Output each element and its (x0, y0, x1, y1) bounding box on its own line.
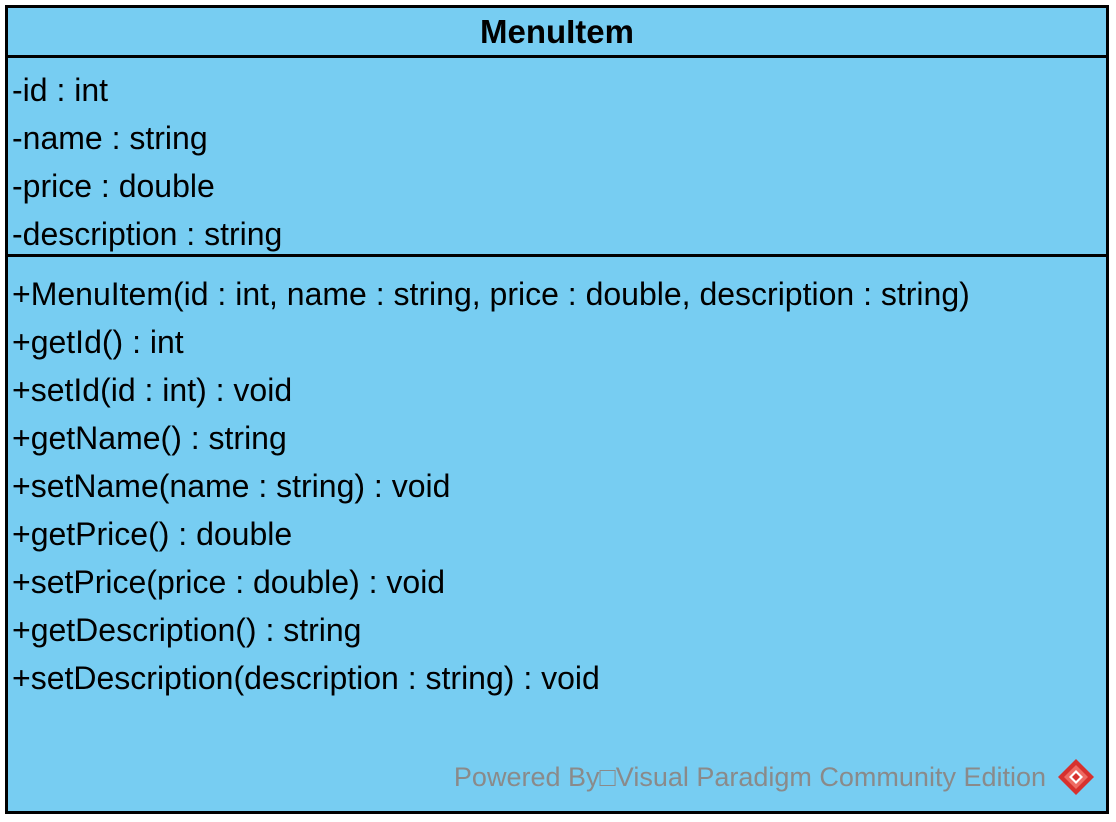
attribute-id: -id : int (12, 72, 109, 108)
watermark-text: Powered By□Visual Paradigm Community Edi… (453, 761, 1046, 792)
watermark: Powered By□Visual Paradigm Community Edi… (454, 757, 1096, 797)
operation-get-id: +getId() : int (12, 324, 184, 360)
operation-set-description: +setDescription(description : string) : … (12, 660, 600, 696)
attributes-compartment: -id : int -name : string -price : double… (8, 58, 1106, 257)
operation-set-name: +setName(name : string) : void (12, 468, 451, 504)
uml-class-box[interactable]: MenuItem -id : int -name : string -price… (5, 5, 1109, 814)
attribute-price: -price : double (12, 168, 215, 204)
attribute-name: -name : string (12, 120, 208, 156)
operation-set-id: +setId(id : int) : void (12, 372, 293, 408)
operation-get-price: +getPrice() : double (12, 516, 293, 552)
attribute-description: -description : string (12, 216, 283, 252)
operation-constructor: +MenuItem(id : int, name : string, price… (12, 276, 970, 312)
operation-set-price: +setPrice(price : double) : void (12, 564, 446, 600)
operation-get-name: +getName() : string (12, 420, 287, 456)
visual-paradigm-logo-icon (1058, 759, 1094, 795)
operation-get-description: +getDescription() : string (12, 612, 362, 648)
class-name: MenuItem (479, 12, 634, 50)
class-name-compartment: MenuItem (8, 8, 1106, 58)
operations-compartment: +MenuItem(id : int, name : string, price… (8, 257, 1106, 702)
